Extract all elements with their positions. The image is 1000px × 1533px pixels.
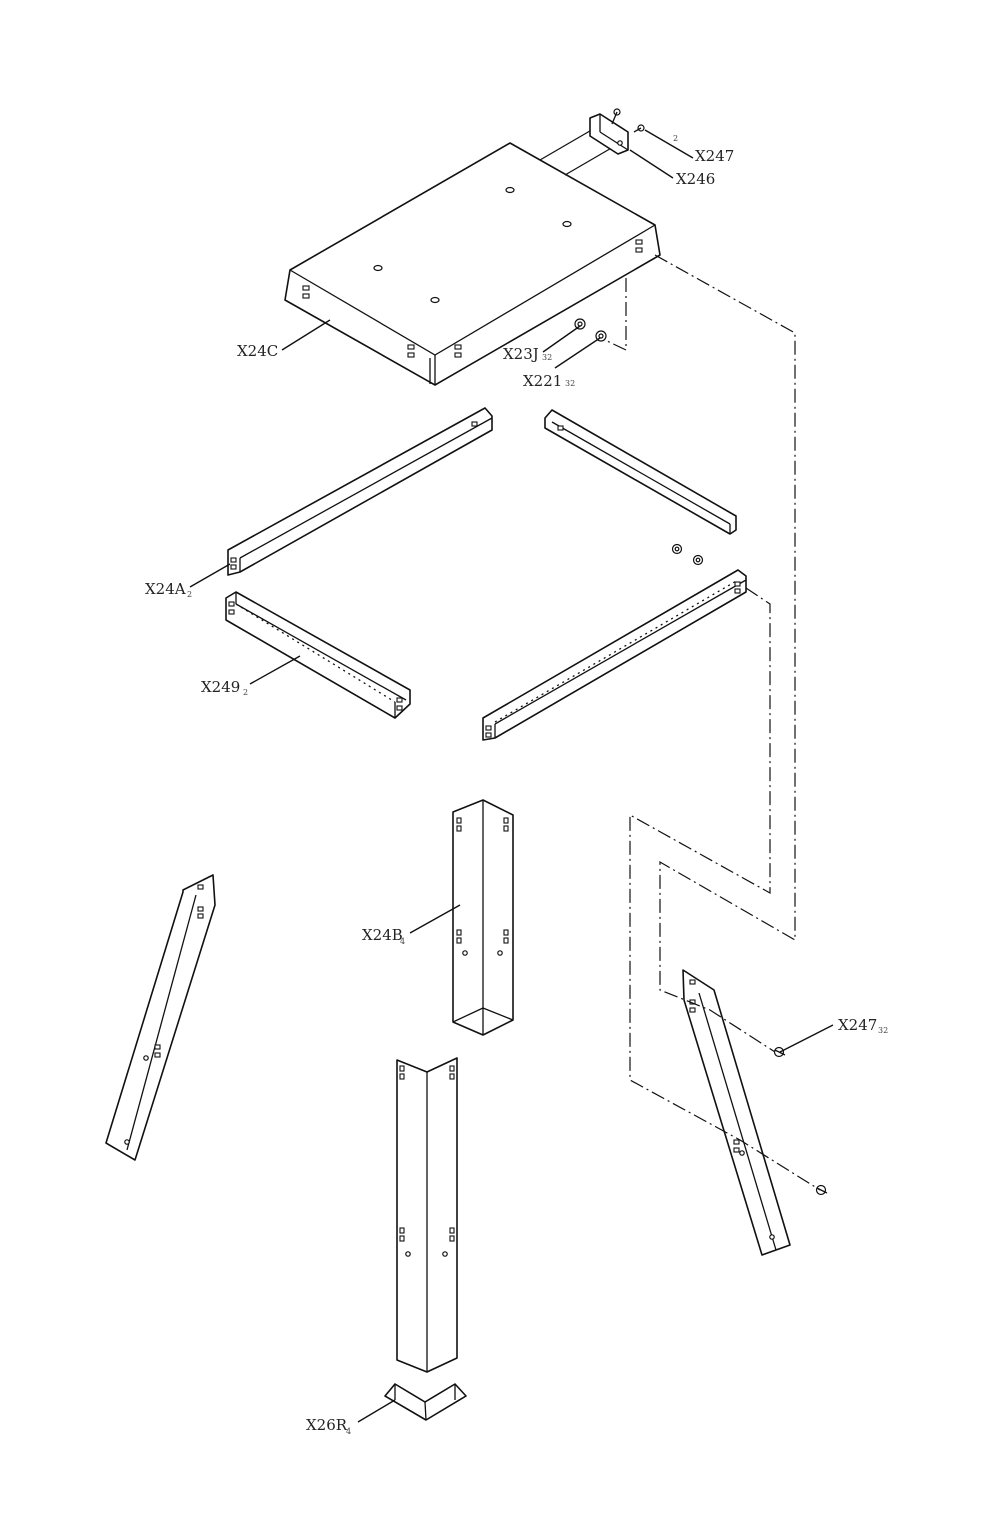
screw-x247-side-upper [773, 1046, 786, 1058]
leg-x24b-far-left [105, 874, 216, 1161]
callout-x249: X249 2 [201, 678, 248, 697]
leader-lines [189, 129, 834, 1423]
nut-x23j [574, 318, 586, 330]
callout-x26r: X26R 4 [306, 1416, 351, 1436]
callout-part: X221 [523, 372, 562, 390]
callout-qty: 32 [878, 1026, 888, 1035]
stretcher-x24a-left [227, 407, 493, 576]
callout-part: X247 [838, 1016, 877, 1034]
callout-x24c: X24C [237, 342, 278, 360]
callout-part: X26R [306, 1416, 348, 1434]
stretcher-x24a-right [544, 409, 737, 535]
screw-x247-top [611, 108, 645, 133]
rail-x249-left [225, 591, 411, 719]
callout-part: X247 [695, 147, 734, 165]
callout-x246: X246 [676, 170, 715, 188]
callout-qty: 2 [673, 134, 678, 143]
top-panel-holes [373, 186, 572, 304]
callout-part: X23J [503, 345, 539, 363]
callout-x24b: X24B 4 [362, 926, 405, 946]
callout-x221: X221 32 [523, 372, 575, 390]
leg-x24b-upper [452, 799, 514, 1036]
callout-qty: 4 [346, 1427, 351, 1436]
callout-qty: 2 [243, 688, 248, 697]
callout-qty: 32 [542, 353, 552, 362]
washer-x221 [595, 330, 607, 342]
callout-part: X246 [676, 170, 715, 188]
leg-x24b-far-right [682, 969, 791, 1256]
callout-part: X24C [237, 342, 278, 360]
callout-x24a: X24A 2 [145, 580, 192, 599]
callout-qty: 4 [400, 937, 405, 946]
foot-x26r [384, 1383, 467, 1421]
callout-x23j: X23J 32 [503, 345, 552, 363]
leg-x24b-lower [396, 1057, 458, 1373]
screw-x247-side-lower [815, 1184, 828, 1196]
rail-x249-right [482, 569, 747, 741]
callout-part: X24A [145, 580, 186, 598]
top-panel-slots [302, 239, 643, 358]
callout-part: X24B [362, 926, 403, 944]
callout-part: X249 [201, 678, 240, 696]
callout-x247-top: 2 X247 [673, 134, 734, 165]
callout-qty: 32 [565, 379, 575, 388]
callout-x247-side: X247 32 [838, 1016, 888, 1035]
callout-qty: 2 [187, 590, 192, 599]
top-panel-x24c [284, 127, 661, 386]
bracket-x246 [589, 113, 629, 155]
